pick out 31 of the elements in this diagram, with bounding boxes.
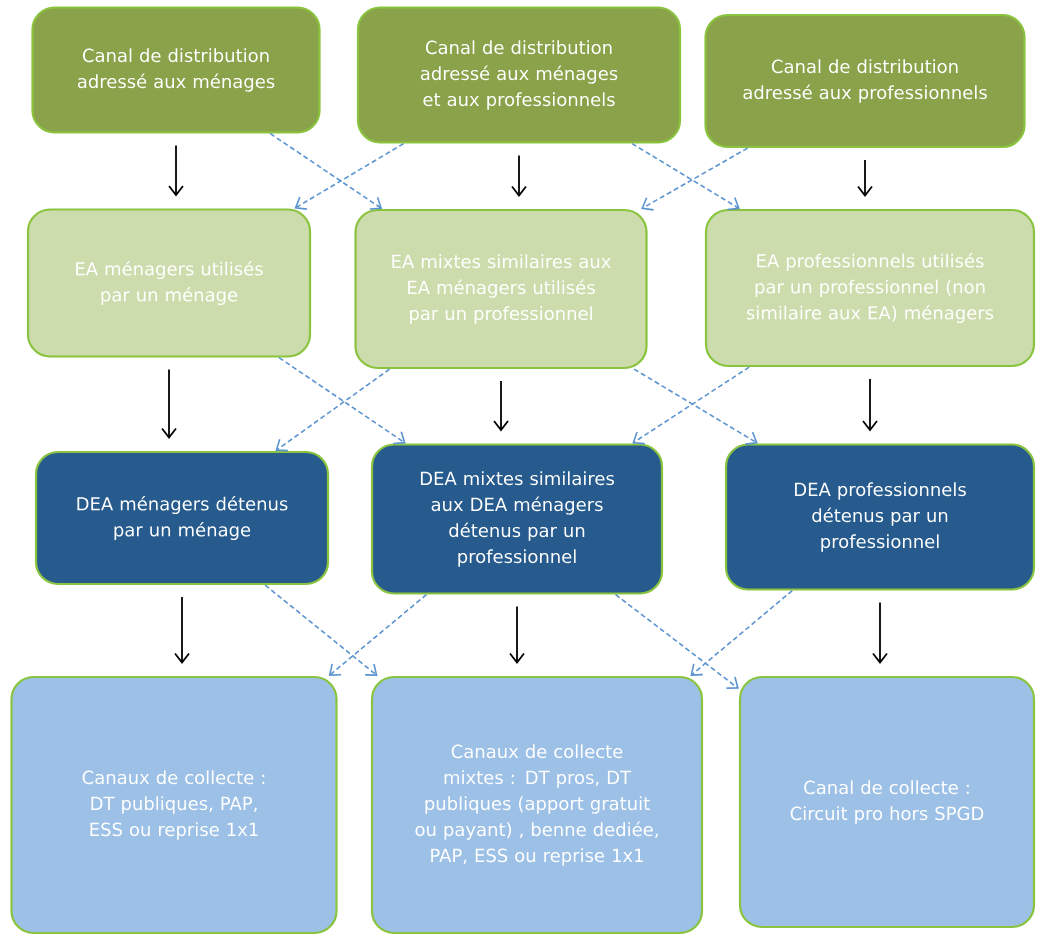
arrow — [857, 159, 873, 197]
waste-box: DEA professionnels détenus par un professionnel — [724, 443, 1036, 591]
waste-box: DEA ménagers détenus par un ménage — [34, 450, 330, 586]
equipment-box: EA mixtes similaires aux EA ménagers utilisés par un professionnel — [354, 208, 648, 370]
equipment-box: EA professionnels utilisés par un professionnel (non similaire aux EA) ménagers — [704, 208, 1036, 368]
arrow — [631, 142, 740, 211]
collection-box: Canaux de collecte : DT publiques, PAP, ESS ou reprise 1x1 — [10, 675, 338, 935]
arrow — [174, 596, 190, 664]
arrow — [509, 605, 525, 664]
arrow — [511, 154, 527, 197]
arrow — [690, 589, 794, 676]
arrow — [294, 142, 405, 210]
arrow — [161, 368, 177, 439]
arrow — [641, 147, 749, 211]
arrow — [614, 593, 739, 689]
arrow — [862, 378, 878, 432]
equipment-box: EA ménagers utilisés par un ménage — [26, 208, 312, 358]
arrow — [269, 132, 383, 210]
arrow — [328, 593, 428, 676]
distribution-box: Canal de distribution adressé aux ménages — [31, 6, 321, 134]
waste-box: DEA mixtes similaires aux DEA ménagers détenus par un professionnel — [370, 443, 664, 595]
collection-box: Canaux de collecte mixtes : DT pros, DT publiques (apport gratuit ou payant) , benne dediée, PAP, ESS ou reprise 1x1 — [370, 675, 704, 935]
arrow — [872, 601, 888, 664]
arrow — [493, 380, 509, 432]
distribution-box: Canal de distribution adressé aux professionnels — [704, 13, 1026, 149]
arrow — [278, 356, 406, 445]
arrow — [168, 144, 184, 197]
arrow — [275, 368, 391, 452]
collection-box: Canal de collecte : Circuit pro hors SPGD — [738, 675, 1036, 929]
arrow — [264, 584, 378, 676]
distribution-box: Canal de distribution adressé aux ménages et aux professionnels — [356, 6, 682, 144]
